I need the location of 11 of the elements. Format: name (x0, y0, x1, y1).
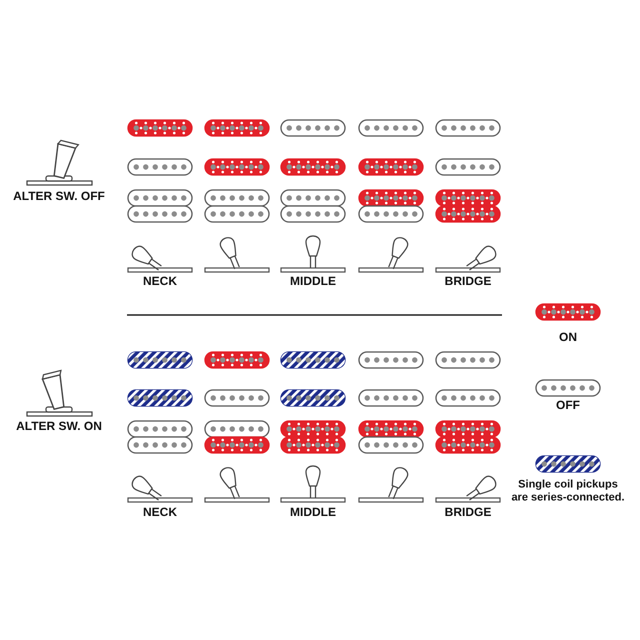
legend-label: Single coil pickups are series-connected. (510, 478, 626, 504)
position-label: MIDDLE (290, 275, 336, 289)
legend-label: OFF (556, 399, 580, 413)
position-label: NECK (143, 506, 177, 520)
position-label: NECK (143, 275, 177, 289)
legend-label: ON (559, 331, 577, 345)
position-label: MIDDLE (290, 506, 336, 520)
position-label: BRIDGE (444, 506, 492, 520)
position-label: BRIDGE (444, 275, 492, 289)
switch-state-label: ALTER SW. ON (16, 420, 102, 434)
switch-state-label: ALTER SW. OFF (13, 190, 105, 204)
